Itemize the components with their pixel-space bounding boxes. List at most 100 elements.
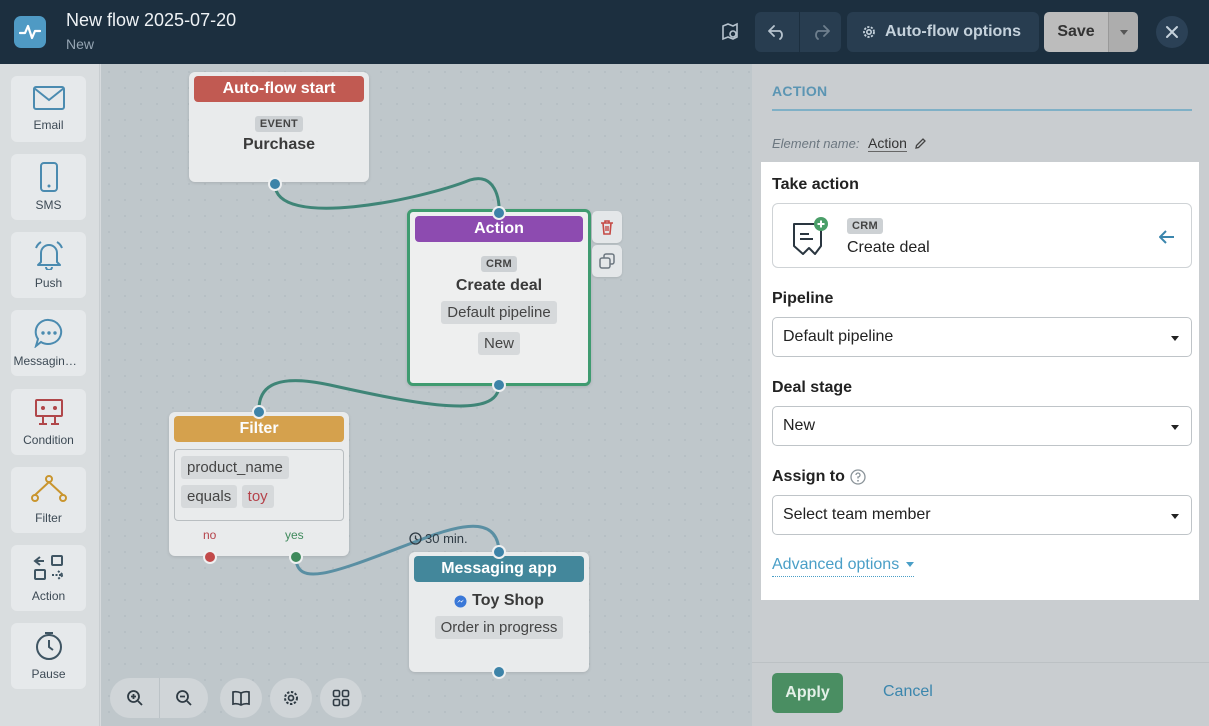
duplicate-node-button[interactable]	[592, 245, 622, 277]
divider	[158, 678, 160, 718]
bell-icon	[34, 241, 63, 270]
node-action[interactable]: Action CRM Create deal Default pipeline …	[407, 209, 591, 386]
guide-button[interactable]	[220, 678, 262, 718]
palette-item-push[interactable]: Push	[11, 232, 86, 298]
node-header: Messaging app	[414, 556, 584, 582]
close-icon	[1166, 26, 1178, 38]
pencil-icon[interactable]	[914, 137, 927, 150]
input-port[interactable]	[252, 405, 266, 419]
book-icon	[232, 690, 250, 706]
deal-stage-value: New	[783, 417, 816, 434]
event-tag: EVENT	[254, 116, 304, 132]
redo-button[interactable]	[799, 12, 841, 52]
node-auto-flow-start[interactable]: Auto-flow start EVENT Purchase	[189, 72, 369, 182]
filter-rule: product_name equals toy	[174, 449, 344, 521]
flow-map-icon[interactable]	[712, 12, 748, 52]
assign-to-label: Assign to	[772, 468, 845, 485]
palette-item-label: SMS	[35, 198, 62, 212]
output-port[interactable]	[492, 665, 506, 679]
tab-underline	[772, 109, 1192, 111]
palette-item-label: Pause	[31, 667, 66, 681]
condition-icon	[34, 399, 63, 425]
palette-item-sms[interactable]: SMS	[11, 154, 86, 220]
copy-icon	[599, 253, 615, 269]
phone-icon	[39, 162, 58, 192]
palette-item-messaging-apps[interactable]: Messaging apps	[11, 310, 86, 376]
app-logo-icon[interactable]	[14, 16, 46, 48]
apply-button[interactable]: Apply	[772, 673, 843, 713]
trash-icon	[601, 220, 613, 235]
minimap-button[interactable]	[320, 678, 362, 718]
messenger-icon	[454, 595, 467, 607]
stage-chip: New	[477, 332, 520, 355]
palette-item-action[interactable]: Action	[11, 545, 86, 611]
node-title: Purchase	[242, 136, 316, 153]
palette-item-filter[interactable]: Filter	[11, 467, 86, 533]
filter-value: toy	[241, 485, 274, 508]
advanced-options-label: Advanced options	[772, 556, 900, 573]
clock-icon	[409, 532, 422, 545]
input-port[interactable]	[492, 206, 506, 220]
chevron-down-icon	[1171, 425, 1179, 430]
save-dropdown-button[interactable]	[1108, 12, 1138, 52]
undo-button[interactable]	[755, 12, 799, 52]
deal-stage-select[interactable]: New	[772, 406, 1192, 446]
palette-item-pause[interactable]: Pause	[11, 623, 86, 689]
flow-status: New	[66, 36, 95, 52]
palette-item-label: Push	[34, 276, 63, 290]
palette-item-condition[interactable]: Condition	[11, 389, 86, 455]
chevron-down-icon	[905, 562, 914, 568]
crm-tag: CRM	[481, 256, 517, 272]
deal-stage-label: Deal stage	[772, 379, 853, 396]
node-header: Filter	[174, 416, 344, 442]
arrow-left-icon[interactable]	[1159, 230, 1175, 244]
yes-output-port[interactable]	[289, 550, 303, 564]
element-name-value[interactable]: Action	[868, 135, 907, 152]
node-header: Auto-flow start	[194, 76, 364, 102]
node-header: Action	[415, 216, 583, 242]
tab-action[interactable]: ACTION	[772, 83, 828, 99]
email-icon	[32, 86, 65, 110]
chevron-down-icon	[1171, 514, 1179, 519]
palette-item-label: Messaging apps	[13, 354, 84, 368]
save-button[interactable]: Save	[1044, 12, 1108, 52]
yes-branch-label: yes	[285, 528, 304, 542]
flow-title[interactable]: New flow 2025-07-20	[66, 10, 237, 30]
clock-icon	[35, 632, 62, 660]
node-filter[interactable]: Filter product_name equals toy no yes	[169, 412, 349, 556]
action-title: Create deal	[847, 239, 930, 256]
crm-deal-icon	[793, 217, 828, 255]
output-port[interactable]	[268, 177, 282, 191]
close-button[interactable]	[1156, 16, 1188, 48]
help-icon[interactable]	[850, 469, 866, 485]
undo-icon	[768, 25, 783, 40]
output-port[interactable]	[492, 378, 506, 392]
selected-action-card[interactable]: CRM Create deal	[772, 203, 1192, 268]
advanced-options-link[interactable]: Advanced options	[772, 556, 914, 577]
node-messaging-app[interactable]: Messaging app Toy Shop Order in progress	[409, 552, 589, 672]
assign-to-row: Assign to	[772, 468, 866, 486]
canvas-settings-button[interactable]	[270, 678, 312, 718]
palette-item-label: Filter	[35, 511, 62, 525]
pipeline-chip: Default pipeline	[441, 301, 557, 324]
zoom-out-button[interactable]	[160, 689, 208, 707]
palette-item-label: Condition	[23, 433, 74, 447]
pipeline-select[interactable]: Default pipeline	[772, 317, 1192, 357]
palette-item-email[interactable]: Email	[11, 76, 86, 142]
gear-icon	[284, 691, 298, 705]
cancel-button[interactable]: Cancel	[883, 683, 933, 700]
no-output-port[interactable]	[203, 550, 217, 564]
element-palette: Email SMS Push Messaging apps Condition …	[0, 64, 100, 726]
delay-label[interactable]: 30 min.	[409, 531, 468, 546]
input-port[interactable]	[492, 545, 506, 559]
delay-text: 30 min.	[425, 531, 468, 546]
chevron-down-icon	[1171, 336, 1179, 341]
take-action-label: Take action	[772, 176, 859, 193]
zoom-in-button[interactable]	[111, 689, 159, 707]
top-bar: New flow 2025-07-20 New Auto-flow option…	[0, 0, 1209, 64]
auto-flow-options-button[interactable]: Auto-flow options	[847, 12, 1039, 52]
grid-icon	[332, 689, 350, 707]
delete-node-button[interactable]	[592, 211, 622, 243]
assign-to-select[interactable]: Select team member	[772, 495, 1192, 535]
node-title: Toy Shop	[472, 592, 544, 609]
